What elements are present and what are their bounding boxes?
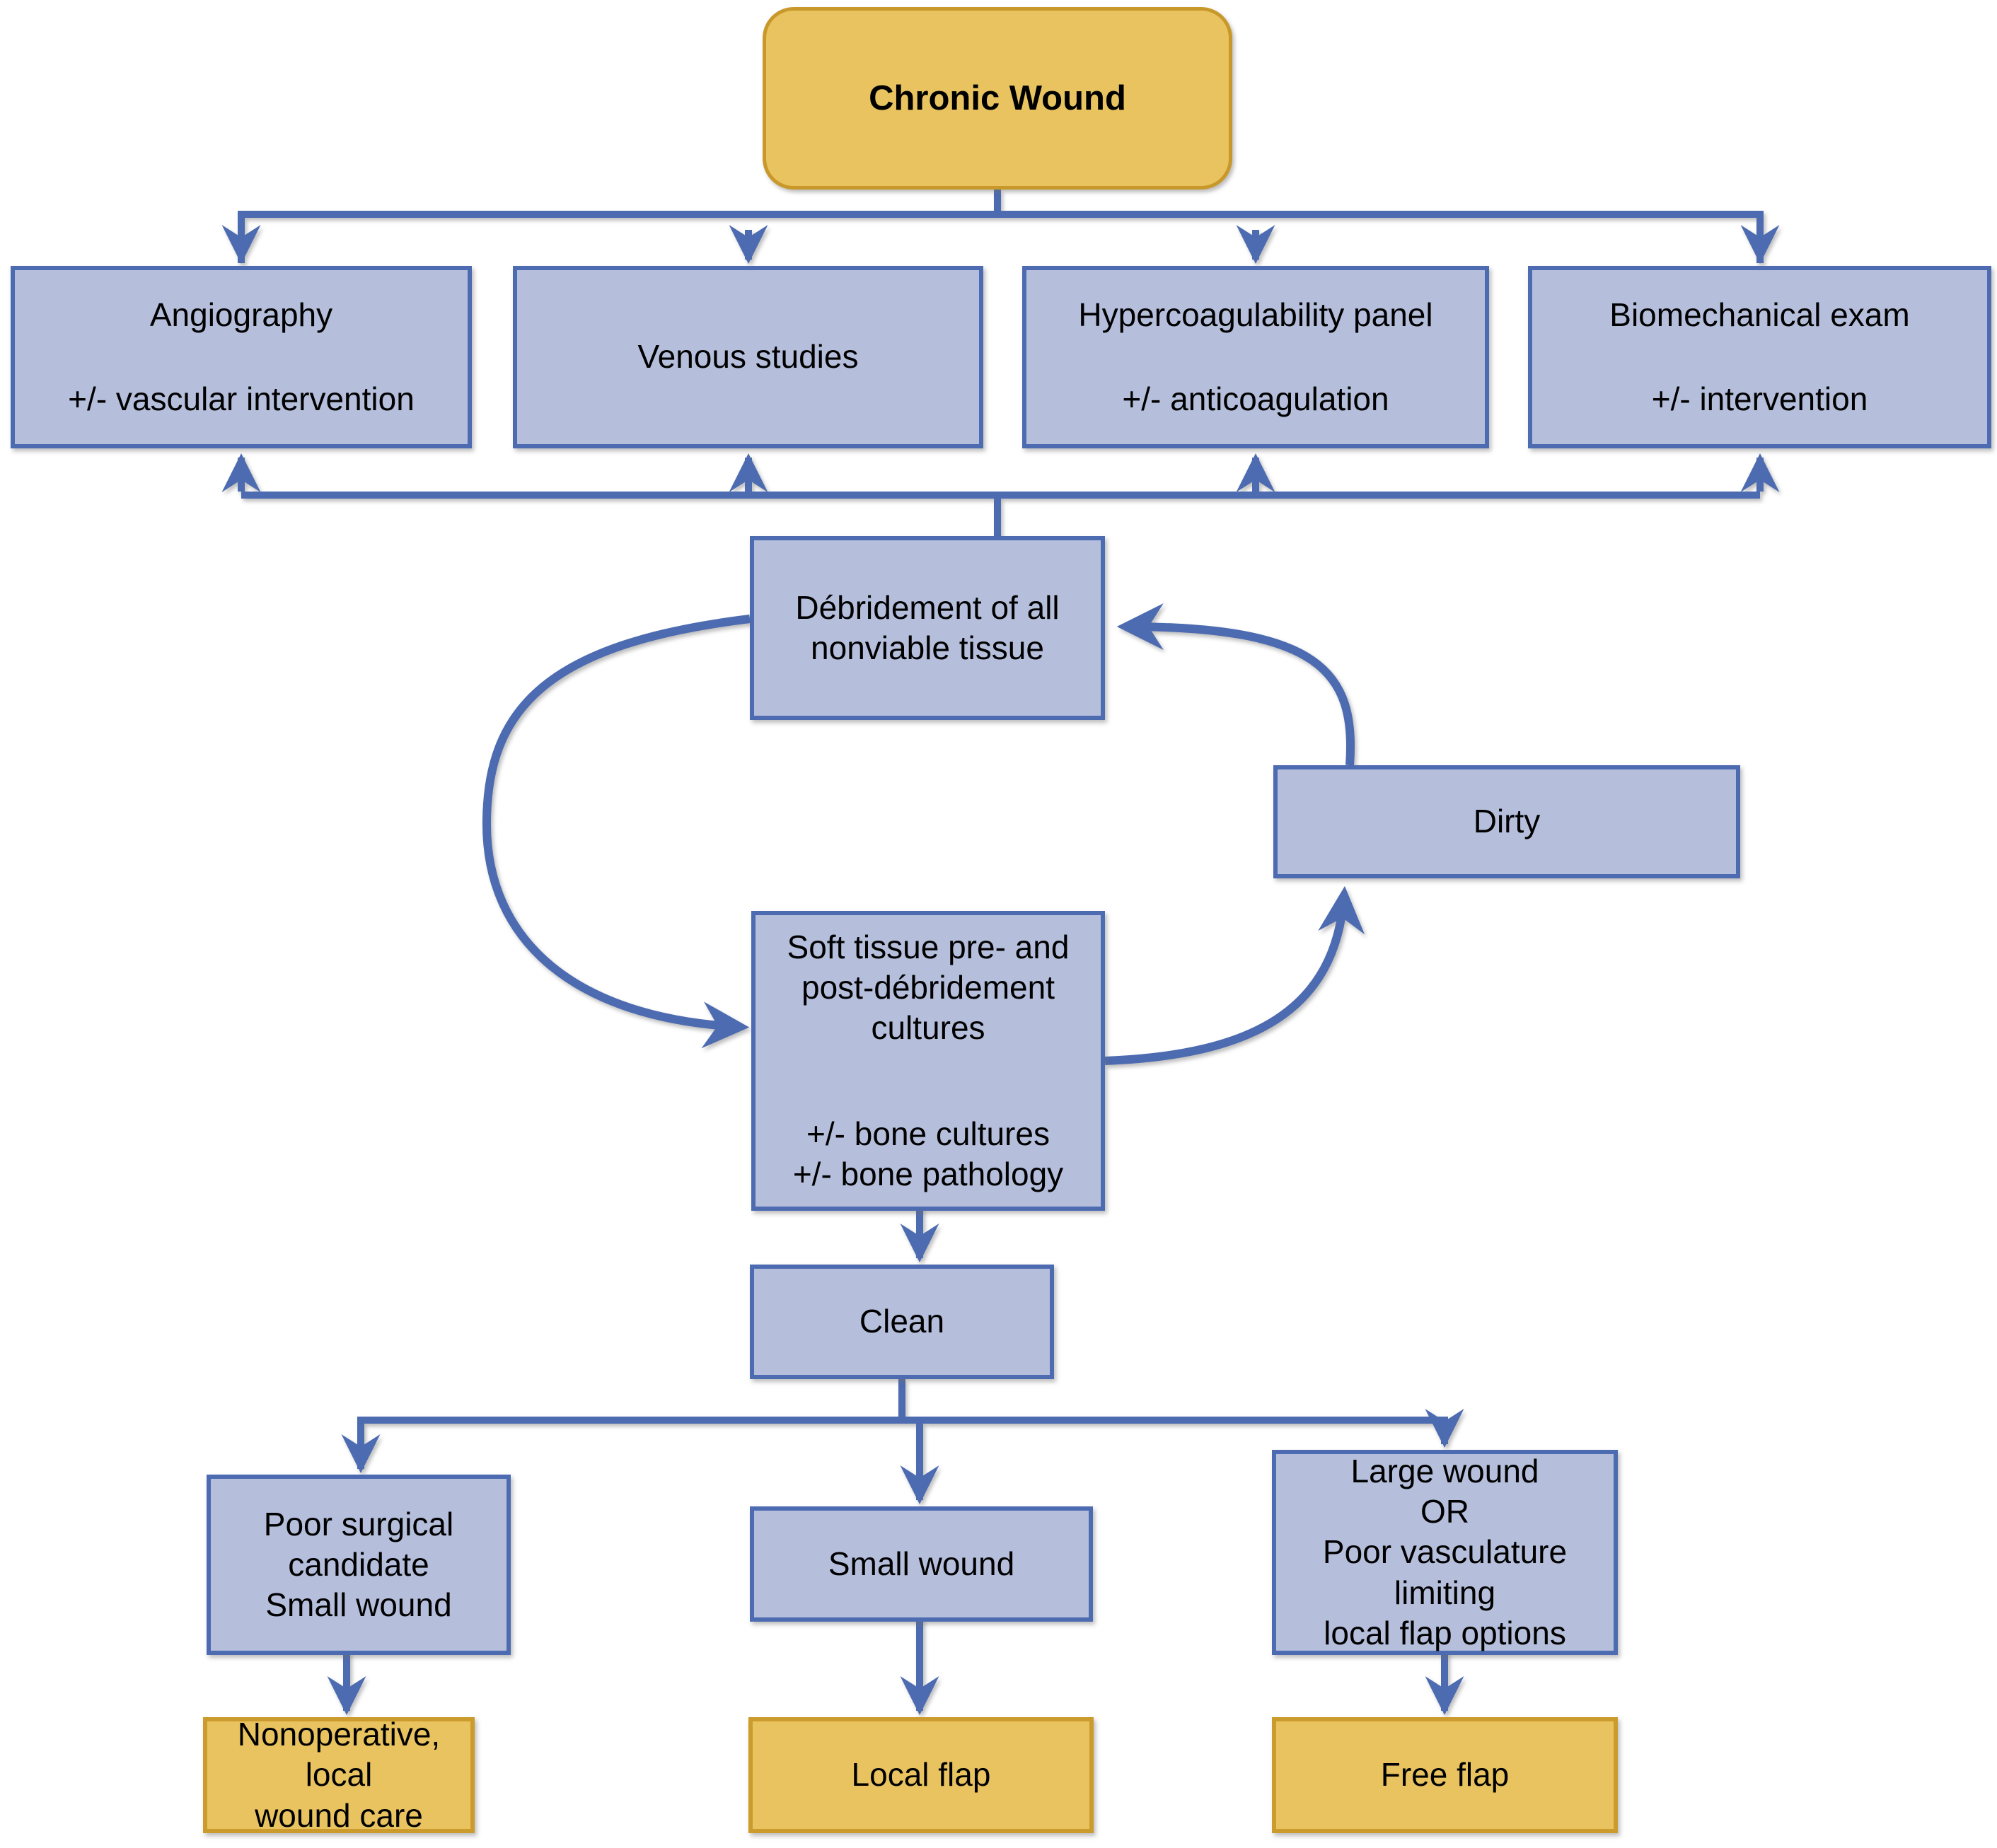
node-label-line: Dirty — [1473, 803, 1541, 840]
node-label-line: Débridement of all — [795, 588, 1060, 626]
node-label-line: Small wound — [828, 1545, 1015, 1582]
node-label-line: +/- anticoagulation — [1122, 380, 1389, 417]
node-label-line: Chronic Wound — [869, 79, 1126, 117]
node-label-line: +/- bone pathology — [792, 1155, 1064, 1192]
node-label-line: Angiography — [149, 296, 333, 333]
node-label-line: OR — [1420, 1493, 1469, 1530]
node-label-line: Poor surgical candidate — [263, 1505, 454, 1583]
node-small-wound: Small wound — [750, 1506, 1093, 1622]
node-label-line: Small wound — [265, 1586, 452, 1624]
node-label-line: nonviable tissue — [811, 629, 1044, 666]
node-label-line: +/- bone cultures — [806, 1115, 1050, 1152]
node-label-line: Nonoperative, local — [237, 1716, 441, 1794]
node-biomechanical-exam: Biomechanical exam +/- intervention — [1528, 266, 1991, 448]
node-hypercoagulability-panel: Hypercoagulability panel +/- anticoagula… — [1022, 266, 1489, 448]
node-label-line: cultures — [871, 1009, 985, 1047]
node-label-line: Local flap — [851, 1756, 991, 1794]
node-large-wound: Large wound OR Poor vasculature limiting… — [1272, 1450, 1618, 1655]
node-label-line: +/- intervention — [1651, 380, 1868, 417]
node-poor-surgical-candidate: Poor surgical candidate Small wound — [207, 1475, 511, 1655]
node-free-flap: Free flap — [1272, 1717, 1618, 1833]
node-angiography: Angiography +/- vascular intervention — [11, 266, 472, 448]
node-label-line: Clean — [859, 1303, 945, 1340]
node-label-line: Poor vasculature limiting — [1322, 1533, 1568, 1611]
node-label-line: Biomechanical exam — [1609, 296, 1910, 333]
node-debridement: Débridement of all nonviable tissue — [750, 536, 1105, 720]
node-label-line: Free flap — [1380, 1756, 1510, 1794]
node-clean: Clean — [750, 1265, 1054, 1379]
node-soft-tissue-cultures: Soft tissue pre- and post-débridement cu… — [751, 911, 1105, 1211]
node-venous-studies: Venous studies — [513, 266, 983, 448]
node-dirty: Dirty — [1273, 765, 1740, 878]
node-label-line: wound care — [255, 1796, 423, 1834]
node-label-line: +/- vascular intervention — [68, 380, 415, 417]
node-nonoperative-wound-care: Nonoperative, local wound care — [203, 1716, 475, 1834]
node-label-line: Venous studies — [637, 338, 859, 376]
node-label-line: Hypercoagulability panel — [1078, 296, 1433, 333]
node-label-line: Large wound — [1350, 1453, 1539, 1490]
node-local-flap: Local flap — [748, 1717, 1094, 1833]
node-label-line: local flap options — [1324, 1614, 1566, 1651]
node-chronic-wound: Chronic Wound — [763, 7, 1232, 190]
node-label-line: post-débridement — [801, 969, 1055, 1006]
node-label-line: Soft tissue pre- and — [787, 929, 1070, 966]
